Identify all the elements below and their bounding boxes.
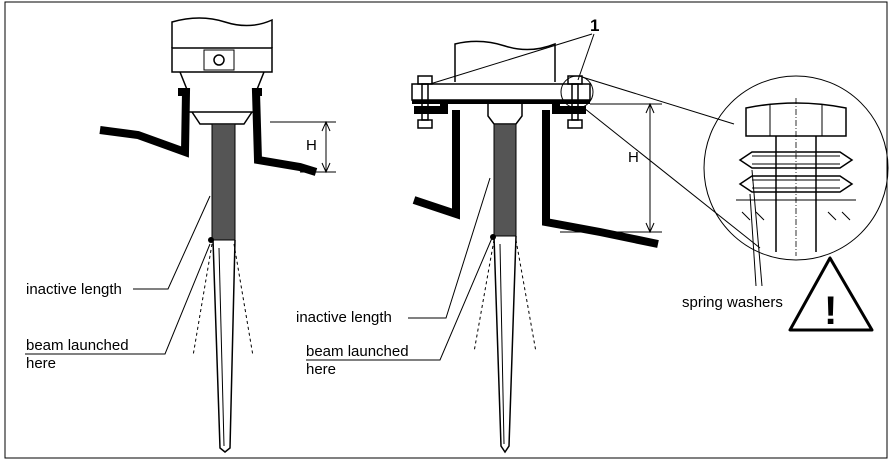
left-beam-leader	[25, 243, 211, 355]
left-inactive-rod	[211, 123, 236, 241]
left-inactive-length-label: inactive length	[26, 281, 122, 298]
center-beam-leader	[306, 237, 493, 361]
callout-leader-left	[429, 33, 593, 85]
washer-leader-2	[749, 193, 757, 287]
center-inactive-length-label: inactive length	[296, 309, 392, 326]
left-dim-arrow-up	[321, 120, 331, 132]
left-inactive-leader	[133, 195, 211, 290]
left-beam-origin-dot	[208, 237, 214, 243]
left-housing-window	[203, 49, 235, 71]
center-beam-origin-dot	[490, 234, 496, 240]
left-dim-arrow-down	[321, 162, 331, 174]
center-beam-label-line2: here	[306, 361, 336, 378]
left-nozzle-wall-right	[251, 88, 318, 176]
left-nozzle-wall-left	[99, 88, 191, 158]
center-inactive-leader	[408, 177, 491, 319]
left-height-label: H	[306, 137, 317, 154]
center-height-label: H	[628, 149, 639, 166]
center-nozzle-wall-left	[412, 110, 460, 220]
detail-zoom-line-bottom	[583, 107, 761, 249]
detail-washer-1-lines	[752, 155, 840, 165]
frame-border	[4, 1, 888, 459]
callout-number-1: 1	[590, 16, 599, 35]
center-nozzle-lip-right	[552, 104, 586, 114]
left-beam-label-line1: beam launched	[26, 337, 129, 354]
left-beam-cone-left	[192, 243, 213, 357]
left-beam-label-line2: here	[26, 355, 56, 372]
center-flange	[411, 83, 591, 101]
center-rod-centerline	[499, 243, 505, 445]
washer-leader-1	[751, 169, 763, 287]
left-beam-cone-right	[233, 243, 254, 357]
center-dim-arrow-down	[645, 222, 655, 234]
detail-marker-circle	[560, 75, 594, 109]
detail-hatch	[741, 211, 851, 221]
detail-washer-1	[738, 151, 854, 169]
detail-bolt-shank	[775, 136, 817, 252]
spring-washer-detail	[703, 75, 889, 287]
center-probe-assembly	[306, 33, 761, 454]
center-bolt-left-nut	[417, 119, 433, 129]
left-housing-taper	[179, 71, 265, 113]
left-probe-assembly	[25, 17, 336, 453]
center-bolt-left-head	[417, 75, 433, 85]
spring-washers-label: spring washers	[682, 294, 783, 311]
center-nozzle-lip-left	[414, 104, 448, 114]
center-housing-top	[454, 40, 556, 82]
warning-exclamation: !	[824, 289, 837, 333]
left-active-rod	[212, 239, 236, 453]
left-housing-top	[171, 17, 273, 48]
center-bolt-right-nut	[567, 119, 583, 129]
detail-zoom-line-top	[581, 76, 735, 125]
center-nozzle-wall-right	[542, 110, 659, 248]
center-flange-gasket	[412, 100, 590, 104]
detail-bolt-head	[745, 102, 847, 137]
center-active-rod	[493, 235, 517, 454]
detail-washer-2-lines	[752, 179, 840, 189]
left-housing-screw-icon	[213, 54, 225, 66]
center-beam-cone-right	[515, 239, 537, 353]
left-rod-centerline	[218, 247, 225, 447]
left-housing-block	[171, 47, 273, 73]
callout-leader-right	[577, 33, 595, 81]
center-dim-arrow-up	[645, 102, 655, 114]
detail-bolt-head-facets	[769, 104, 823, 136]
detail-circle	[703, 75, 889, 261]
detail-washer-2	[738, 175, 854, 193]
center-probe-neck	[487, 104, 523, 125]
left-probe-neck	[191, 111, 253, 125]
warning-triangle-icon: !	[788, 256, 874, 333]
center-inactive-rod	[493, 123, 517, 237]
center-beam-label-line1: beam launched	[306, 343, 409, 360]
center-beam-cone-left	[473, 239, 495, 353]
